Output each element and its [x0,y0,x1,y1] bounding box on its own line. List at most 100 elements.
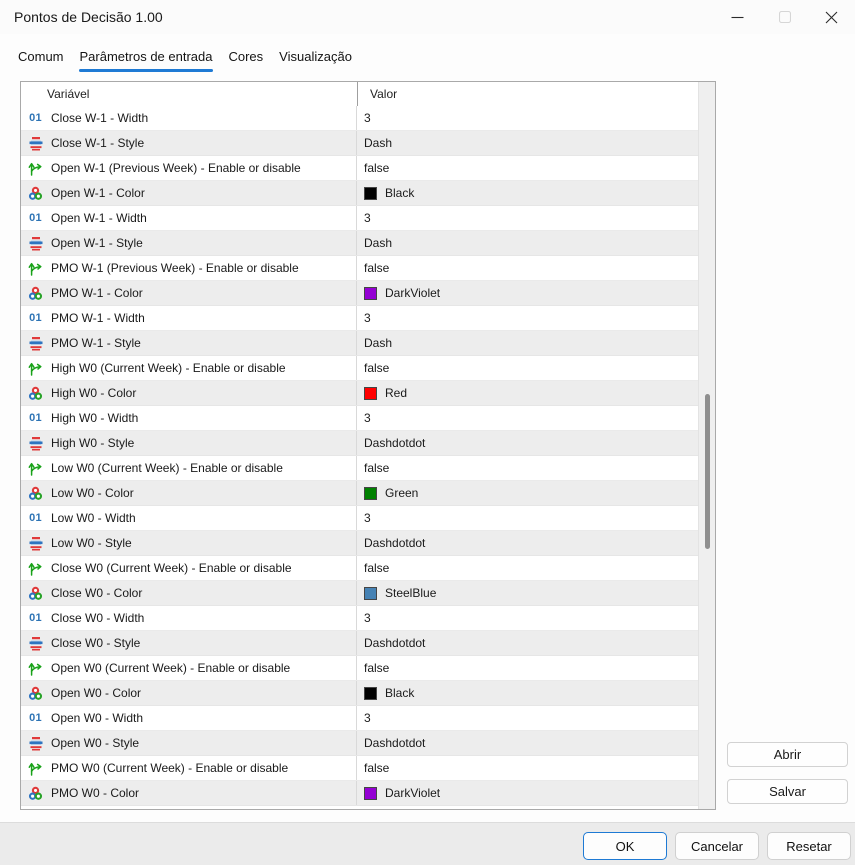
table-row[interactable]: Close W0 (Current Week) - Enable or disa… [21,556,698,581]
column-header-variable: Variável [47,87,90,101]
reset-button[interactable]: Resetar [767,832,851,860]
tab-visualizacao[interactable]: Visualização [279,48,352,64]
column-header-value: Valor [357,82,698,106]
row-variable-label: High W0 - Width [51,411,139,425]
row-value-cell[interactable]: Red [357,381,698,405]
table-row[interactable]: Open W-1 (Previous Week) - Enable or dis… [21,156,698,181]
table-row[interactable]: PMO W-1 - Style Dash [21,331,698,356]
row-value-cell[interactable]: Dashdotdot [357,531,698,555]
row-value-cell[interactable]: Dashdotdot [357,431,698,455]
save-button[interactable]: Salvar [727,779,848,804]
row-value-cell[interactable]: 3 [357,206,698,230]
row-value-cell[interactable]: false [357,356,698,380]
tab-cores[interactable]: Cores [228,48,264,64]
row-value-text: 3 [364,611,371,625]
row-value-cell[interactable]: 3 [357,106,698,130]
row-variable-cell: Low W0 - Style [21,531,357,555]
row-variable-cell: Close W-1 - Style [21,131,357,155]
minimize-button[interactable] [714,0,761,34]
tab-comum[interactable]: Comum [18,48,64,64]
row-variable-label: Open W0 - Width [51,711,144,725]
table-row[interactable]: High W0 - Style Dashdotdot [21,431,698,456]
row-value-cell[interactable]: false [357,656,698,680]
row-value-cell[interactable]: Dash [357,231,698,255]
table-row[interactable]: PMO W0 (Current Week) - Enable or disabl… [21,756,698,781]
style-icon [27,135,44,152]
title-bar[interactable]: Pontos de Decisão 1.00 [0,0,855,34]
row-value-cell[interactable]: false [357,456,698,480]
row-variable-cell: Low W0 - Color [21,481,357,505]
row-value-cell[interactable]: Dash [357,331,698,355]
cancel-button[interactable]: Cancelar [675,832,759,860]
row-value-cell[interactable]: false [357,156,698,180]
enable-icon [27,760,44,777]
row-value-cell[interactable]: Green [357,481,698,505]
color-icon [27,285,44,302]
row-value-text: Dashdotdot [364,436,426,450]
width-icon: 01 [29,612,42,624]
close-button[interactable] [808,0,855,34]
color-swatch [364,386,377,400]
row-value-text: Dashdotdot [364,536,426,550]
row-value-cell[interactable]: false [357,556,698,580]
row-value-cell[interactable]: Black [357,181,698,205]
color-swatch [364,686,377,700]
row-variable-cell: Open W-1 (Previous Week) - Enable or dis… [21,156,357,180]
row-value-text: 3 [364,311,371,325]
vertical-scrollbar[interactable] [698,82,715,809]
row-value-cell[interactable]: Dash [357,131,698,155]
row-value-cell[interactable]: false [357,756,698,780]
row-value-cell[interactable]: DarkViolet [357,281,698,305]
style-icon [27,635,44,652]
row-variable-cell: High W0 - Color [21,381,357,405]
table-row[interactable]: High W0 (Current Week) - Enable or disab… [21,356,698,381]
row-variable-label: PMO W-1 - Style [51,336,141,350]
minimize-icon [731,16,744,18]
table-row[interactable]: Low W0 - Style Dashdotdot [21,531,698,556]
table-row[interactable]: PMO W-1 (Previous Week) - Enable or disa… [21,256,698,281]
row-variable-label: High W0 - Style [51,436,135,450]
row-value-cell[interactable]: Black [357,681,698,705]
ok-button[interactable]: OK [583,832,667,860]
row-variable-label: PMO W-1 - Color [51,286,143,300]
open-button[interactable]: Abrir [727,742,848,767]
row-value-cell[interactable]: Dashdotdot [357,631,698,655]
enable-icon [27,660,44,677]
row-value-cell[interactable]: DarkViolet [357,781,698,805]
row-variable-cell: Open W-1 - Color [21,181,357,205]
row-value-cell[interactable]: 3 [357,306,698,330]
table-row[interactable]: Low W0 (Current Week) - Enable or disabl… [21,456,698,481]
row-value-cell[interactable]: Dashdotdot [357,731,698,755]
row-value-text: false [364,261,390,275]
scrollbar-thumb[interactable] [705,394,710,549]
row-value-text: false [364,761,390,775]
row-value-cell[interactable]: 3 [357,406,698,430]
row-value-cell[interactable]: SteelBlue [357,581,698,605]
row-value-cell[interactable]: false [357,256,698,280]
row-value-cell[interactable]: 3 [357,706,698,730]
row-value-cell[interactable]: 3 [357,506,698,530]
row-value-text: 3 [364,411,371,425]
tab-parametros-de-entrada[interactable]: Parâmetros de entrada [78,38,214,74]
table-row[interactable]: PMO W-1 - Color DarkViolet [21,281,698,306]
row-value-cell[interactable]: 3 [357,606,698,630]
table-row[interactable]: Open W0 (Current Week) - Enable or disab… [21,656,698,681]
